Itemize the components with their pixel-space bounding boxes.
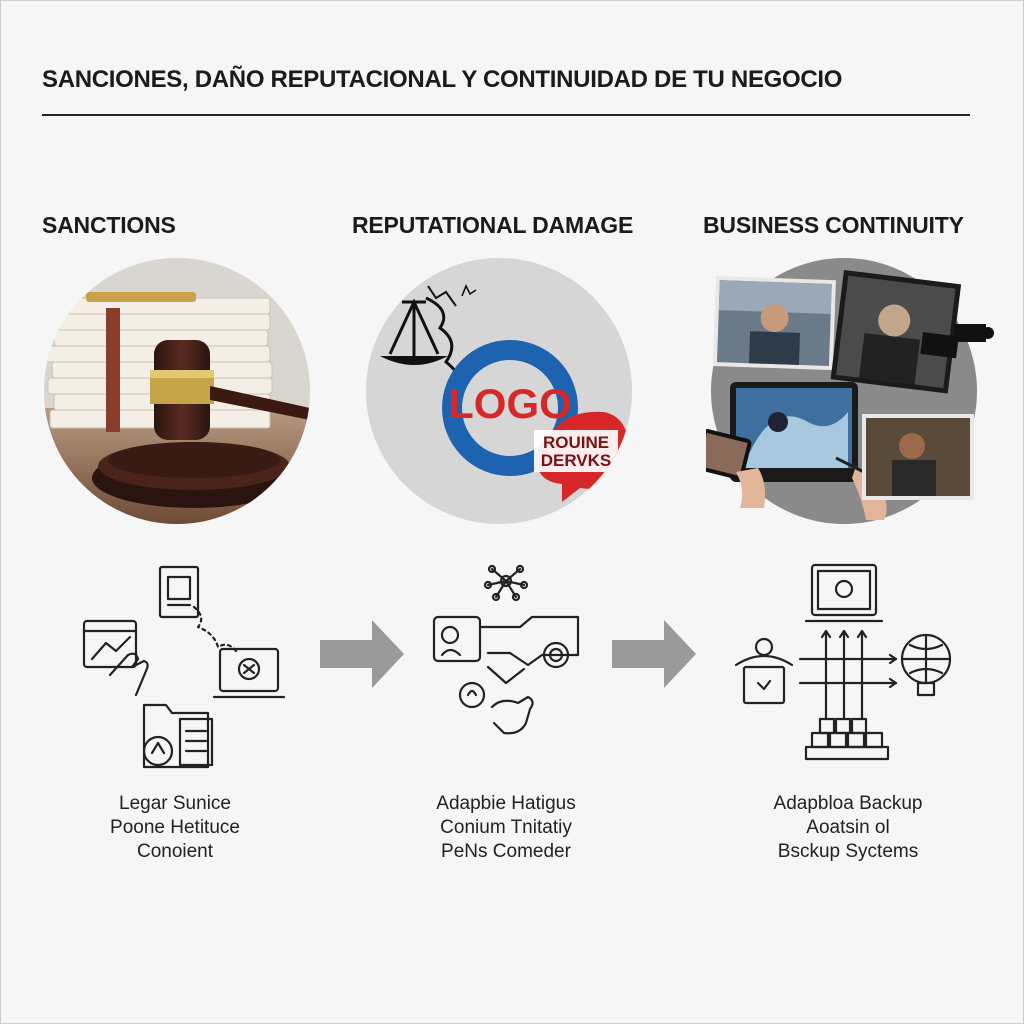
sanctions-caption: Legar Sunice Poone Hetituce Conoient bbox=[110, 793, 240, 862]
title-divider bbox=[42, 114, 970, 116]
person-bucket-icon bbox=[734, 637, 794, 705]
hand-icon bbox=[458, 681, 534, 735]
business-continuity-photo bbox=[706, 258, 996, 524]
flow-arrow-2 bbox=[612, 620, 696, 693]
network-icon bbox=[483, 564, 529, 602]
continuity-icon-cluster bbox=[730, 555, 960, 775]
hand-tablet-icon bbox=[82, 619, 149, 697]
sanctions-icon-cluster bbox=[76, 555, 286, 780]
document-icon bbox=[158, 565, 200, 619]
connector-lines bbox=[798, 629, 898, 721]
laptop-icon bbox=[212, 647, 286, 699]
page-title: SANCIONES, DAÑO REPUTACIONAL Y CONTINUID… bbox=[42, 66, 843, 93]
svg-text:LOGO: LOGO bbox=[448, 380, 572, 427]
face-icon bbox=[432, 615, 482, 663]
folder-icon bbox=[142, 703, 214, 769]
laptop-icon bbox=[804, 563, 884, 623]
broken-link-icon bbox=[478, 615, 580, 685]
heading-sanctions: SANCTIONS bbox=[42, 212, 176, 238]
heading-reputational-damage: REPUTATIONAL DAMAGE bbox=[352, 212, 634, 238]
heading-business-continuity: BUSINESS CONTINUITY bbox=[703, 212, 964, 238]
business-continuity-caption: Adapbloa Backup Aoatsin ol Bsckup Syctem… bbox=[773, 793, 923, 862]
reputational-icon-cluster bbox=[428, 555, 588, 750]
server-blocks-icon bbox=[804, 717, 890, 761]
globe-bulb-icon bbox=[900, 633, 952, 697]
svg-text:ROUINE: ROUINE bbox=[543, 433, 609, 452]
flow-arrow-1 bbox=[320, 620, 404, 693]
scales-icon bbox=[388, 298, 440, 362]
reputational-damage-photo: LOGO ROUINE DERVKS bbox=[366, 258, 632, 524]
sanctions-photo bbox=[44, 258, 310, 524]
reputational-damage-caption: Adapbie Hatigus Conium Tnitatiy PeNs Com… bbox=[436, 793, 576, 862]
svg-text:DERVKS: DERVKS bbox=[541, 451, 612, 470]
